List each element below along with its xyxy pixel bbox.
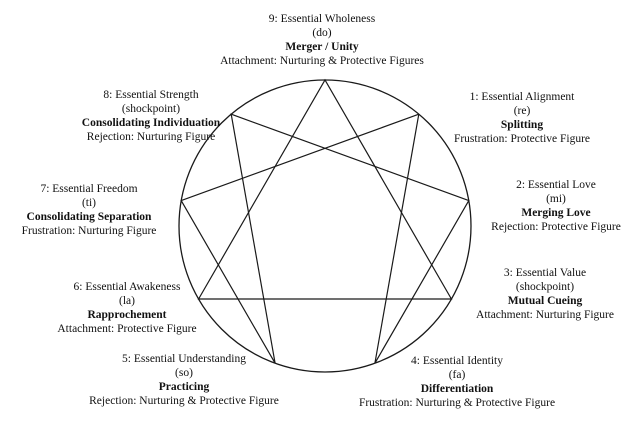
point-2-title: Merging Love xyxy=(521,207,591,219)
point-9-note: (do) xyxy=(312,27,332,39)
point-5-title: Practicing xyxy=(158,381,210,393)
point-3-note: (shockpoint) xyxy=(515,281,575,293)
point-1-note: (re) xyxy=(513,105,531,117)
point-1-name: 1: Essential Alignment xyxy=(469,91,575,103)
enneagram-circle xyxy=(178,79,472,373)
point-4-title: Differentiation xyxy=(420,383,494,395)
point-6-relation: Attachment: Protective Figure xyxy=(57,323,197,335)
point-3-relation: Attachment: Nurturing Figure xyxy=(476,309,614,321)
point-9-title: Merger / Unity xyxy=(285,41,359,53)
point-7-label: 7: Essential Freedom (ti) Consolidating … xyxy=(22,182,157,238)
point-2-label: 2: Essential Love (mi) Merging Love Reje… xyxy=(491,178,621,234)
point-9-label: 9: Essential Wholeness (do) Merger / Uni… xyxy=(220,12,424,68)
point-4-name: 4: Essential Identity xyxy=(411,355,503,367)
point-3-label: 3: Essential Value (shockpoint) Mutual C… xyxy=(476,266,614,322)
inner-triangle xyxy=(197,78,453,300)
point-9-name: 9: Essential Wholeness xyxy=(268,13,376,25)
point-6-title: Rapprochement xyxy=(87,309,167,321)
point-1-title: Splitting xyxy=(500,119,544,131)
point-4-label: 4: Essential Identity (fa) Differentiati… xyxy=(359,354,555,410)
point-8-note: (shockpoint) xyxy=(121,103,181,115)
point-3-title: Mutual Cueing xyxy=(507,295,583,307)
point-9-relation: Attachment: Nurturing & Protective Figur… xyxy=(220,55,424,67)
hexad-lines xyxy=(180,113,470,364)
point-4-relation: Frustration: Nurturing & Protective Figu… xyxy=(358,397,556,409)
point-7-relation: Frustration: Nurturing Figure xyxy=(21,225,157,237)
point-2-relation: Rejection: Protective Figure xyxy=(491,221,621,233)
point-8-title: Consolidating Individuation xyxy=(81,117,221,129)
point-8-name: 8: Essential Strength xyxy=(103,89,199,101)
point-7-note: (ti) xyxy=(81,197,97,209)
point-4-note: (fa) xyxy=(448,369,466,381)
point-6-note: (la) xyxy=(119,295,135,307)
point-5-relation: Rejection: Nurturing & Protective Figure xyxy=(89,395,279,407)
point-8-label: 8: Essential Strength (shockpoint) Conso… xyxy=(82,88,220,144)
point-3-name: 3: Essential Value xyxy=(503,267,587,279)
point-1-label: 1: Essential Alignment (re) Splitting Fr… xyxy=(454,90,590,146)
point-1-relation: Frustration: Protective Figure xyxy=(453,133,591,145)
point-7-title: Consolidating Separation xyxy=(26,211,152,223)
point-5-note: (so) xyxy=(175,367,193,379)
point-5-label: 5: Essential Understanding (so) Practici… xyxy=(89,352,279,408)
point-5-name: 5: Essential Understanding xyxy=(122,353,246,365)
point-2-name: 2: Essential Love xyxy=(516,179,596,191)
point-6-label: 6: Essential Awakeness (la) Rapprochemen… xyxy=(57,280,196,336)
point-7-name: 7: Essential Freedom xyxy=(40,183,138,195)
point-6-name: 6: Essential Awakeness xyxy=(73,281,181,293)
point-2-note: (mi) xyxy=(546,193,566,205)
point-8-relation: Rejection: Nurturing Figure xyxy=(86,131,216,143)
